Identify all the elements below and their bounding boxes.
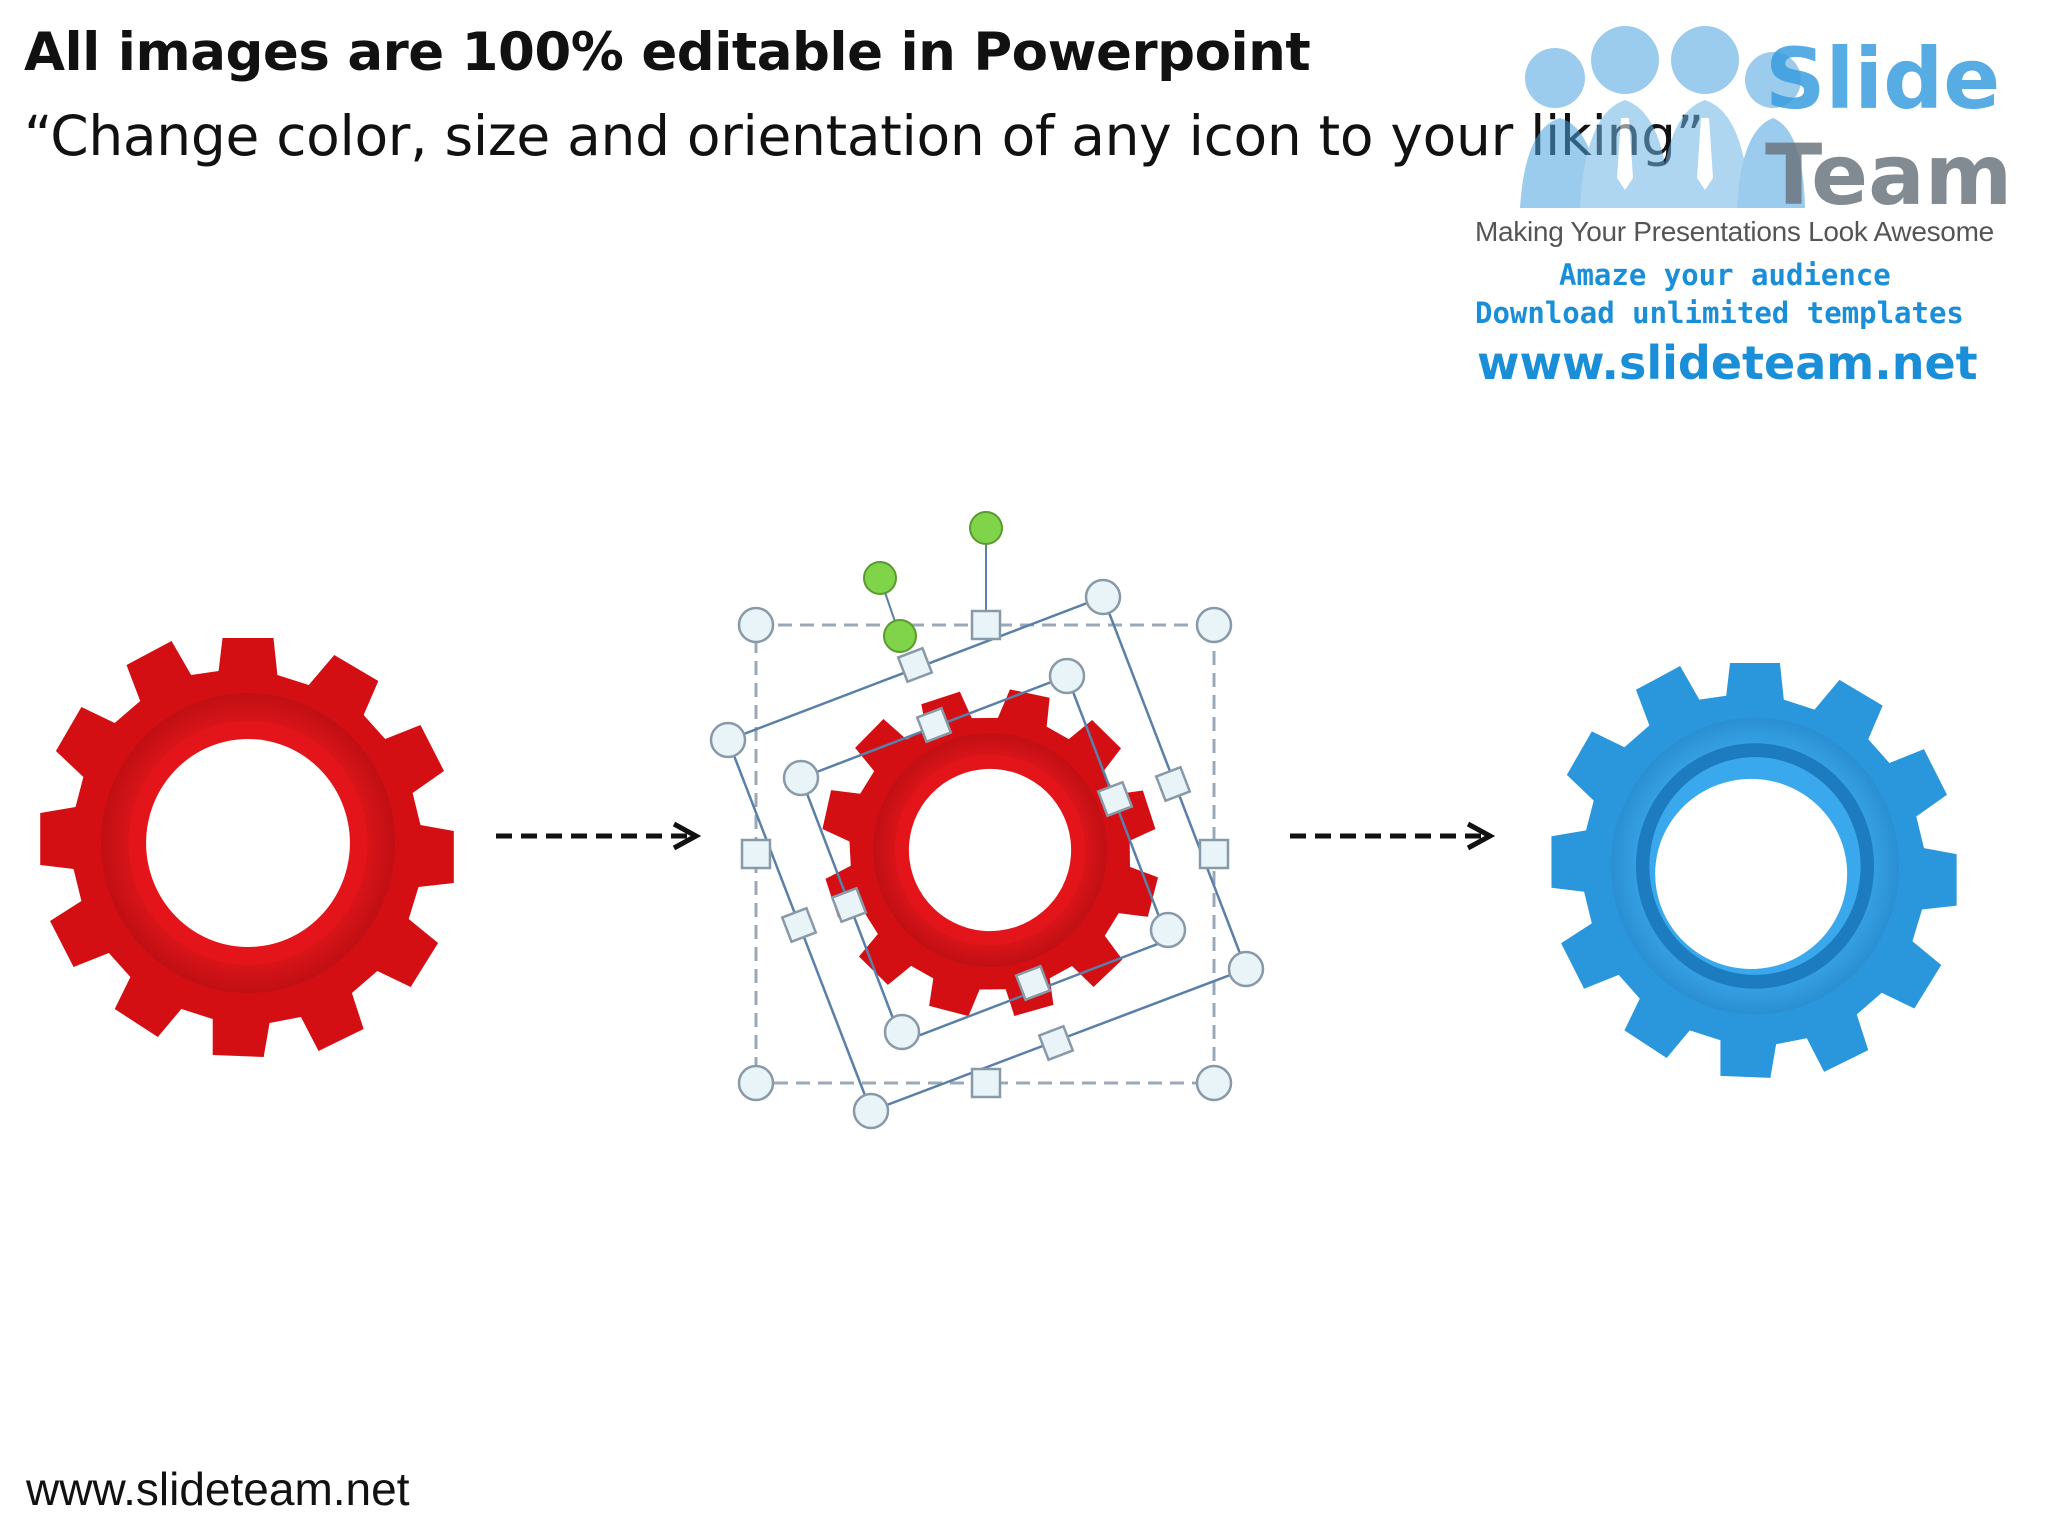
- resize-handle[interactable]: [883, 1013, 921, 1051]
- resize-handle[interactable]: [1096, 780, 1134, 818]
- logo-word-team: Team: [1765, 126, 2013, 224]
- resize-handle[interactable]: [852, 1092, 890, 1130]
- resize-handle[interactable]: [1014, 964, 1052, 1002]
- resize-handle[interactable]: [740, 838, 772, 870]
- logo-promo-line-1: Amaze your audience: [1559, 258, 1891, 292]
- resize-handle[interactable]: [709, 721, 747, 759]
- resize-handle[interactable]: [737, 1064, 775, 1102]
- gear-icon-right[interactable]: [1551, 663, 1957, 1078]
- resize-handle[interactable]: [1195, 1064, 1233, 1102]
- resize-handle[interactable]: [970, 1067, 1002, 1099]
- slide-subtitle: “Change color, size and orientation of a…: [24, 104, 1704, 168]
- people-logo-icon: [1520, 26, 1805, 208]
- resize-handle[interactable]: [1154, 765, 1192, 803]
- logo-word-slide: Slide: [1765, 30, 2001, 128]
- rotate-handle[interactable]: [969, 511, 1003, 545]
- logo-url[interactable]: www.slideteam.net: [1477, 336, 1978, 390]
- resize-handle[interactable]: [1149, 911, 1187, 949]
- resize-handle[interactable]: [1048, 657, 1086, 695]
- resize-handle[interactable]: [1195, 606, 1233, 644]
- resize-handle[interactable]: [1227, 950, 1265, 988]
- resize-handle[interactable]: [970, 609, 1002, 641]
- resize-handle[interactable]: [737, 606, 775, 644]
- gear-icon-left[interactable]: [40, 638, 454, 1057]
- rotate-handle[interactable]: [863, 561, 897, 595]
- slide-title: All images are 100% editable in Powerpoi…: [24, 22, 1311, 83]
- resize-handle[interactable]: [782, 759, 820, 797]
- resize-handle[interactable]: [780, 906, 818, 944]
- gear-icon-selected[interactable]: [709, 511, 1265, 1130]
- resize-handle[interactable]: [1084, 578, 1122, 616]
- rotate-handle[interactable]: [883, 619, 917, 653]
- resize-handle[interactable]: [915, 706, 953, 744]
- resize-handle[interactable]: [830, 886, 868, 924]
- logo-tagline: Making Your Presentations Look Awesome: [1475, 216, 1994, 247]
- footer-url[interactable]: www.slideteam.net: [26, 1463, 410, 1515]
- slideteam-logo: Slide Team Making Your Presentations Loo…: [1465, 18, 2025, 390]
- resize-handle[interactable]: [1037, 1024, 1075, 1062]
- resize-handle[interactable]: [1198, 838, 1230, 870]
- logo-promo-line-2: Download unlimited templates: [1475, 296, 1964, 330]
- dashed-arrow-icon: [1290, 821, 1496, 851]
- resize-handle[interactable]: [896, 646, 934, 684]
- dashed-arrow-icon: [496, 821, 702, 851]
